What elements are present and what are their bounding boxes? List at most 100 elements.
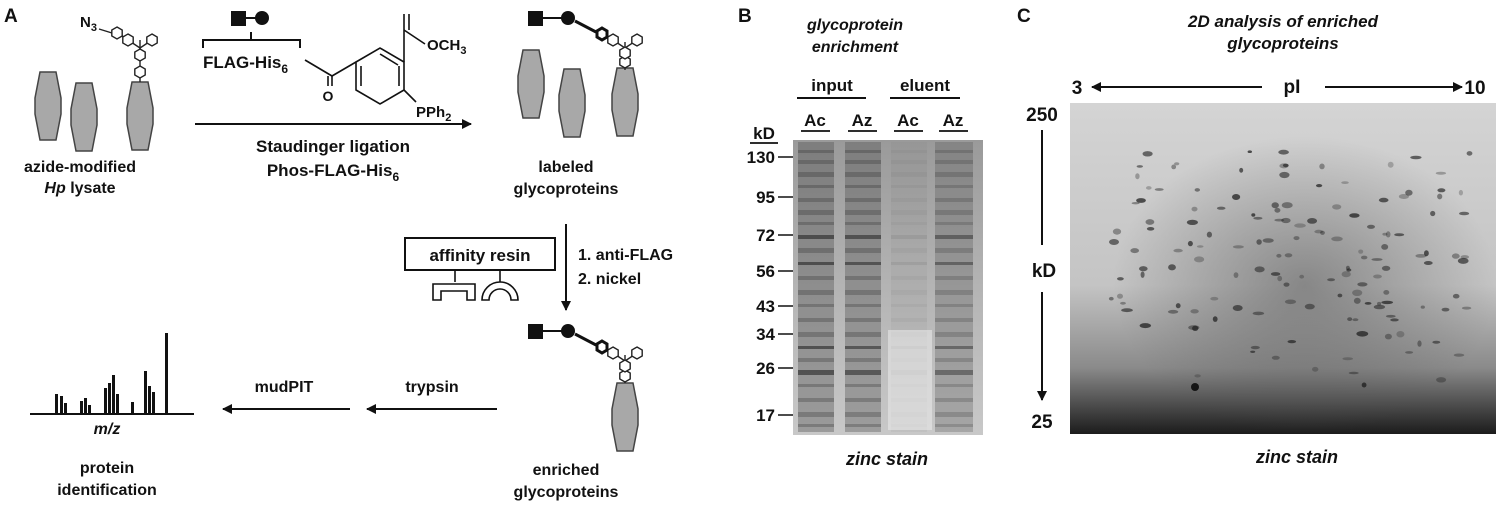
gel-band <box>935 198 973 202</box>
gel-spot <box>1121 308 1133 313</box>
phosphine-structure <box>304 14 426 105</box>
marker-labels: 130 95 72 56 43 34 26 17 <box>747 148 793 425</box>
gel-spot <box>1341 181 1349 185</box>
panel-b-letter: B <box>738 6 752 27</box>
gel-spot <box>1424 250 1429 257</box>
marker-label: 72 <box>756 226 775 245</box>
gel-spot <box>1233 272 1239 278</box>
spectrum-peak <box>112 375 115 414</box>
gel-band <box>935 384 973 387</box>
gel-spot <box>1385 314 1396 318</box>
gel-spot <box>1383 290 1390 295</box>
gel-band <box>845 346 881 349</box>
gel-band <box>845 304 881 307</box>
gel-spot <box>1284 253 1293 258</box>
pi-high-label: 10 <box>1464 78 1485 99</box>
svg-text:Hp lysate: Hp lysate <box>44 180 115 197</box>
gel-band <box>891 150 927 153</box>
gel-band <box>935 318 973 322</box>
marker-label: 43 <box>756 297 775 316</box>
gel-spot <box>1437 188 1446 193</box>
gel-spot <box>1210 296 1219 301</box>
gel-spot <box>1174 162 1180 166</box>
gel-spot <box>1319 163 1325 170</box>
gel-spot <box>1357 282 1368 287</box>
resin-linker-icon <box>432 270 519 301</box>
gel-band <box>845 198 881 202</box>
gel-band <box>935 262 973 265</box>
mudpit-label: mudPIT <box>255 379 314 396</box>
protein-id-label-1: protein <box>80 460 134 477</box>
gel-spot <box>1278 149 1289 155</box>
gel-spot <box>1168 264 1176 271</box>
lane-label: Az <box>852 111 873 130</box>
gel-spot <box>1136 165 1144 168</box>
gel-spot <box>1139 323 1152 329</box>
protein-shape <box>517 49 545 119</box>
protein-shape <box>70 82 98 152</box>
gel-c-stain-label: zinc stain <box>1255 447 1338 467</box>
gel-spot <box>1186 219 1198 225</box>
marker-label: 17 <box>756 406 775 425</box>
gel-spot <box>1277 275 1283 282</box>
gel-spot <box>1337 293 1343 298</box>
azido-glycan <box>111 26 158 82</box>
gel-band <box>845 370 881 375</box>
gel-spot <box>1381 265 1391 271</box>
gel-lane <box>845 142 881 432</box>
svg-text:Phos-FLAG-His6: Phos-FLAG-His6 <box>267 161 400 184</box>
gel-spot <box>1410 155 1422 160</box>
gel-spot <box>1367 224 1375 229</box>
lane-label: Ac <box>897 111 919 130</box>
gel-spot <box>1154 188 1164 191</box>
gel-band <box>845 424 881 427</box>
gel-band <box>845 318 881 322</box>
gel-band <box>891 222 927 225</box>
gel-spot <box>1384 333 1392 340</box>
gel-spot <box>1190 309 1199 314</box>
gel-spot <box>1312 366 1319 372</box>
gel-spot <box>1373 304 1386 310</box>
pph2-sub: 2 <box>445 112 451 124</box>
lane-label: Ac <box>804 111 826 130</box>
panel-b: B glycoprotein enrichment input eluent A… <box>738 6 983 469</box>
svg-text:PPh2: PPh2 <box>416 104 451 124</box>
gel-spot <box>1136 198 1146 203</box>
gel-spot <box>1316 184 1323 188</box>
spectrum-peak <box>84 398 87 414</box>
gel-band <box>891 160 927 164</box>
gel-lane <box>798 142 834 432</box>
gel-spot <box>1117 277 1124 281</box>
gel-spot <box>1405 189 1413 196</box>
gel-band <box>798 172 834 177</box>
gel-spot <box>1387 161 1394 168</box>
gel-spot <box>1146 227 1155 231</box>
gel-c-spots <box>1108 149 1473 391</box>
mw-label: kD <box>1032 261 1056 282</box>
gel-spot <box>1173 248 1183 253</box>
gel-band <box>935 235 973 239</box>
spectrum-peak <box>152 392 155 414</box>
gel-spot <box>1320 230 1325 235</box>
lysate-label-2: lysate <box>66 180 116 197</box>
gel-spot <box>1332 204 1342 210</box>
pi-label: pI <box>1284 77 1301 98</box>
gel-spot <box>1361 382 1367 388</box>
gel-band <box>845 172 881 177</box>
gel-band <box>798 276 834 280</box>
gel-spot <box>1352 318 1359 322</box>
gel-band <box>891 290 927 295</box>
enriched-label-2: glycoproteins <box>514 484 619 501</box>
group-input-label: input <box>811 76 853 95</box>
step2-label-1: 1. anti-FLAG <box>578 247 673 264</box>
pi-low-label: 3 <box>1072 78 1083 99</box>
gel-spot <box>1348 371 1359 375</box>
gel-band <box>935 160 973 164</box>
trypsin-label: trypsin <box>405 379 458 396</box>
probe-square-circle-icon <box>202 11 301 48</box>
gel-spot <box>1398 194 1409 199</box>
gel-spot <box>1382 232 1388 236</box>
gel-spot <box>1459 211 1470 216</box>
spectrum-peak <box>108 383 111 414</box>
gel-band <box>935 290 973 295</box>
